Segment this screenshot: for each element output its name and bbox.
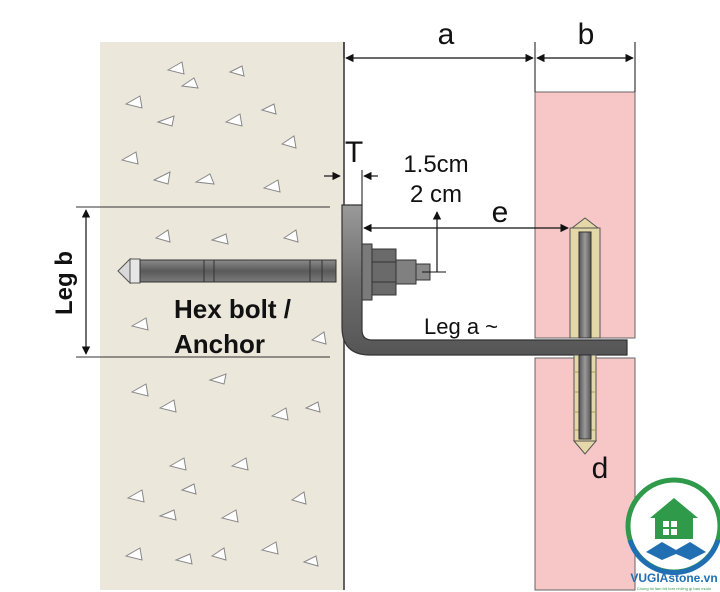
label-leg-a: Leg a ~ [424,314,498,339]
label-b: b [578,18,595,51]
label-anchor: Anchor [174,329,265,359]
dimension-e: e [363,196,569,233]
label-a: a [438,18,455,51]
logo-tagline: Chúng tôi làm tốt hơn những gì bạn muốn [637,586,711,591]
label-gap-top: 1.5cm [403,151,468,178]
logo-brand: VUGIAstone.vn [630,571,717,585]
dimension-b: b [536,18,636,92]
label-leg-b: Leg b [51,251,78,315]
dimension-bolt-offset [422,211,446,273]
handshake-icon [646,542,706,560]
label-e: e [492,196,509,229]
upper-pin [569,217,601,339]
vugiastone-logo: VUGIAstone.vn Chúng tôi làm tốt hơn nhữn… [625,477,720,591]
dimension-t: T [324,136,378,205]
label-t: T [345,136,363,169]
label-d: d [592,452,609,485]
dimension-leg-b: Leg b [51,209,91,355]
house-icon [650,498,698,539]
l-bracket [341,204,628,356]
label-hex-bolt: Hex bolt / [174,294,291,324]
stone-slab-lower [534,357,636,591]
concrete-wall [100,42,345,590]
bracket-bolt [361,243,431,301]
concrete-aggregate-marks [120,61,327,567]
label-gap-bottom: 2 cm [410,181,462,208]
dimension-a: a [343,18,536,92]
anchor-bolt [117,257,337,285]
lower-pin [572,354,598,455]
